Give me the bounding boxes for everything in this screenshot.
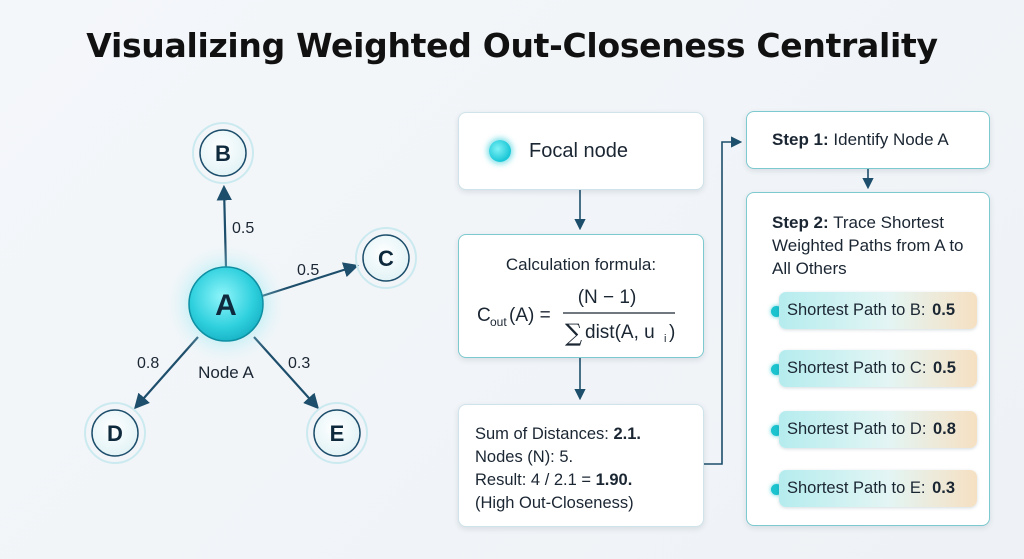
path-label: Shortest Path to C: bbox=[787, 359, 931, 377]
path-bullet-icon bbox=[771, 425, 782, 436]
step-1-text: Identify Node A bbox=[828, 130, 949, 149]
formula-sum-symbol: ∑ bbox=[565, 319, 582, 347]
node-a-caption: Node A bbox=[198, 363, 254, 382]
formula-denominator-sub: i bbox=[664, 333, 666, 345]
path-bullet-icon bbox=[771, 306, 782, 317]
sum-label: Sum of Distances: bbox=[475, 425, 614, 443]
node-b: B bbox=[192, 122, 254, 184]
formula-card: Calculation formula: C out (A) = (N − 1)… bbox=[458, 234, 704, 358]
result-card: Sum of Distances: 2.1. Nodes (N): 5. Res… bbox=[458, 404, 704, 527]
edge-weight-a-c: 0.5 bbox=[297, 262, 319, 279]
result-label: Result: 4 / 2.1 = bbox=[475, 471, 596, 489]
node-d-label: D bbox=[107, 421, 123, 446]
step-1-label: Step 1: bbox=[772, 130, 829, 149]
node-a: A bbox=[164, 242, 288, 366]
path-bullet-icon bbox=[771, 484, 782, 495]
path-label: Shortest Path to E: bbox=[787, 479, 931, 497]
focal-node-dot-icon bbox=[489, 140, 511, 162]
step-2-card: Step 2: Trace Shortest Weighted Paths fr… bbox=[746, 192, 990, 526]
edge-weight-a-e: 0.3 bbox=[288, 355, 310, 372]
shortest-path-c: Shortest Path to C: 0.5 bbox=[779, 350, 977, 387]
formula-expression: C out (A) = (N − 1) ∑ dist(A, u i ) bbox=[477, 287, 675, 347]
sum-of-distances-line: Sum of Distances: 2.1. bbox=[475, 423, 703, 446]
node-e: E bbox=[306, 402, 368, 464]
page-title: Visualizing Weighted Out-Closeness Centr… bbox=[86, 26, 938, 65]
result-value: 1.90. bbox=[595, 471, 633, 489]
formula-lhs-arg: (A) = bbox=[509, 305, 551, 326]
node-c: C bbox=[355, 227, 417, 289]
node-c-label: C bbox=[378, 246, 394, 271]
result-note: (High Out-Closeness) bbox=[475, 494, 634, 512]
shortest-path-d: Shortest Path to D: 0.8 bbox=[779, 411, 977, 448]
shortest-path-e: Shortest Path to E: 0.3 bbox=[779, 470, 977, 507]
node-b-label: B bbox=[215, 141, 231, 166]
node-d: D bbox=[84, 402, 146, 464]
step-2-description: Step 2: Trace Shortest Weighted Paths fr… bbox=[772, 211, 982, 280]
node-a-label: A bbox=[215, 289, 237, 322]
formula-lhs-sub: out bbox=[490, 315, 507, 329]
formula-numerator: (N − 1) bbox=[578, 287, 637, 308]
path-value: 0.3 bbox=[932, 479, 956, 497]
focal-node-legend: Focal node bbox=[458, 112, 704, 190]
step-1-card: Step 1: Identify Node A bbox=[746, 111, 990, 169]
edge-weight-a-b: 0.5 bbox=[232, 220, 254, 237]
nodes-line: Nodes (N): 5. bbox=[475, 448, 574, 466]
step-2-text: Trace Shortest Weighted Paths from A to … bbox=[772, 213, 964, 278]
node-e-label: E bbox=[330, 421, 345, 446]
step-2-label: Step 2: bbox=[772, 213, 829, 232]
result-line: Result: 4 / 2.1 = 1.90. bbox=[475, 469, 703, 492]
path-value: 0.5 bbox=[932, 301, 956, 319]
formula-denominator: dist(A, u bbox=[585, 322, 655, 343]
formula-heading: Calculation formula: bbox=[505, 255, 657, 274]
edge-weight-a-d: 0.8 bbox=[137, 355, 159, 372]
formula-denominator-close: ) bbox=[669, 322, 675, 343]
path-label: Shortest Path to B: bbox=[787, 301, 931, 319]
path-value: 0.8 bbox=[933, 420, 956, 438]
shortest-path-b: Shortest Path to B: 0.5 bbox=[779, 292, 977, 329]
focal-node-label: Focal node bbox=[529, 139, 628, 162]
sum-value: 2.1. bbox=[613, 425, 642, 443]
path-value: 0.5 bbox=[933, 359, 956, 377]
formula-lhs-c: C bbox=[477, 305, 491, 326]
path-label: Shortest Path to D: bbox=[787, 420, 931, 438]
path-bullet-icon bbox=[771, 364, 782, 375]
